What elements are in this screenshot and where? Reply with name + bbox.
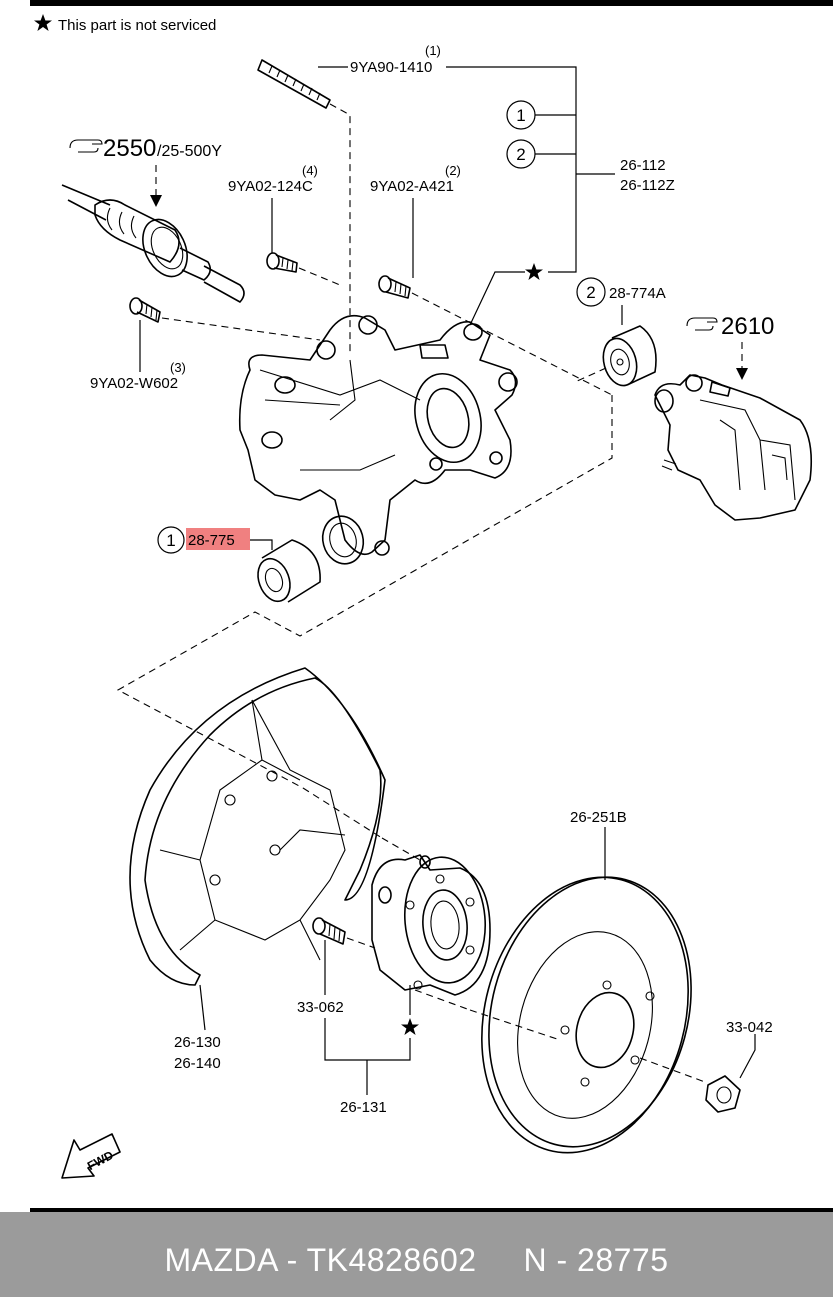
qty-stud: (1)	[425, 43, 441, 58]
pn-bolt-a421: 9YA02-A421	[370, 178, 454, 195]
pn-dust-shield-1: 26-130	[174, 1034, 221, 1051]
pn-bushing-lower: 28-775	[188, 532, 235, 549]
hub-bolt-part: 33-062	[297, 917, 376, 1016]
assembly-frame-upper	[116, 395, 613, 789]
driveshaft-ref: 2550 /25-500Y	[69, 135, 222, 207]
ref-2550-number: 2550	[103, 135, 156, 162]
knuckle-part	[238, 314, 518, 565]
hub-part	[371, 837, 491, 1011]
hand-pointer-icon	[69, 139, 103, 153]
fwd-arrow-icon: FWD	[61, 1133, 121, 1179]
stud-part	[257, 59, 351, 355]
svg-text:2: 2	[516, 145, 525, 164]
hand-pointer-icon	[686, 317, 718, 331]
svg-text:(3): (3)	[170, 360, 186, 375]
pn-hub-bolt: 33-062	[297, 999, 344, 1016]
pn-knuckle-2: 26-112Z	[620, 177, 675, 194]
bolt-w602: (3) 9YA02-W602	[90, 297, 321, 392]
pn-dust-shield-2: 26-140	[174, 1055, 221, 1072]
footer-divider	[30, 1208, 833, 1212]
star-icon	[401, 1018, 419, 1035]
label-knuckle: 1 2 26-112 26-112Z	[469, 100, 675, 326]
svg-text:(2): (2)	[445, 163, 461, 178]
svg-text:1: 1	[516, 106, 525, 125]
bushing-lower-part	[257, 539, 321, 603]
caliper-ref: 2610	[686, 313, 774, 380]
pn-knuckle-1: 26-112	[620, 157, 666, 174]
svg-text:1: 1	[166, 531, 175, 550]
label-stud: (1) 9YA90-1410	[318, 43, 577, 273]
ref-circle-2	[576, 277, 606, 307]
label-hub: 26-131	[324, 985, 419, 1116]
disc-part: 26-251B	[469, 809, 706, 1154]
pn-bushing-upper: 28-774A	[609, 285, 666, 302]
pn-bolt-w602: 9YA02-W602	[90, 375, 178, 392]
ref-2610-number: 2610	[721, 313, 774, 340]
driveshaft-part	[61, 184, 245, 303]
bushing-upper-part	[574, 325, 657, 387]
pn-stud: 9YA90-1410	[350, 59, 432, 76]
dust-shield-part: 26-130 26-140	[129, 667, 386, 1072]
ref-2550-sub: /25-500Y	[157, 143, 222, 160]
fwd-text: FWD	[85, 1148, 116, 1173]
pn-bolt-124c: 9YA02-124C	[228, 178, 313, 195]
pn-nut: 33-042	[726, 1019, 773, 1036]
bolt-124c: (4) 9YA02-124C	[228, 163, 341, 286]
svg-text:2: 2	[586, 283, 595, 302]
label-bushing-upper: 2 28-774A	[576, 277, 666, 325]
highlight-box	[186, 528, 250, 550]
nut-part: 33-042	[705, 1019, 773, 1113]
pn-disc: 26-251B	[570, 809, 627, 826]
note-text: This part is not serviced	[58, 17, 216, 34]
top-border	[30, 0, 833, 6]
ref-circle-1	[157, 526, 185, 554]
label-bushing-lower: 1 28-775	[157, 526, 273, 554]
pn-hub: 26-131	[340, 1099, 387, 1116]
not-serviced-note: This part is not serviced	[34, 14, 216, 34]
star-icon	[525, 263, 543, 280]
footer-text: MAZDA - TK4828602 N - 28775	[164, 1242, 669, 1278]
bolt-a421: (2) 9YA02-A421	[370, 163, 613, 396]
svg-text:(4): (4)	[302, 163, 318, 178]
footer-bar: MAZDA - TK4828602 N - 28775	[0, 1208, 833, 1297]
star-icon	[34, 14, 52, 31]
caliper-part	[654, 374, 813, 521]
